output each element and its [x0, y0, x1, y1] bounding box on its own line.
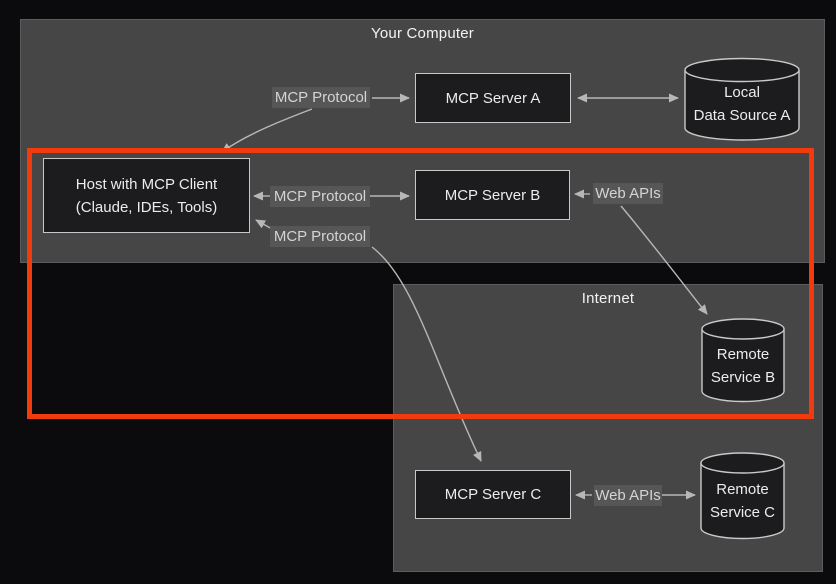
edge-label-web-apis-b: Web APIs — [593, 183, 663, 204]
node-host-label-line1: Host with MCP Client — [75, 175, 218, 193]
edge-label-mcp-protocol-b: MCP Protocol — [270, 186, 370, 207]
region-title-internet: Internet — [581, 290, 635, 307]
node-mcp-server-c: MCP Server C — [415, 470, 571, 519]
node-mcp-server-a-label: MCP Server A — [445, 89, 541, 107]
remote-service-c-line1: Remote — [716, 481, 769, 498]
remote-service-b-line1: Remote — [716, 345, 770, 363]
database-cylinder-icon — [684, 57, 800, 141]
node-host-with-mcp-client: Host with MCP Client (Claude, IDEs, Tool… — [43, 158, 250, 233]
edge-protocol-a-to-host-curve — [221, 108, 313, 153]
node-local-data-source-a: Local Data Source A — [684, 57, 800, 141]
edge-label-mcp-protocol-a: MCP Protocol — [272, 87, 370, 108]
local-data-source-a-line1: Local — [724, 84, 760, 101]
edge-label-mcp-protocol-c: MCP Protocol — [270, 226, 370, 247]
remote-service-b-line2: Service B — [710, 368, 776, 386]
node-mcp-server-c-label: MCP Server C — [444, 486, 542, 503]
edge-protocol-c-to-host — [255, 219, 273, 230]
edge-protocol-c-to-server-c-curve — [371, 246, 482, 462]
node-host-label-line2: (Claude, IDEs, Tools) — [75, 198, 218, 216]
node-remote-service-b: Remote Service B — [701, 318, 785, 403]
database-cylinder-icon — [700, 452, 785, 540]
local-data-source-a-line2: Data Source A — [693, 107, 791, 124]
remote-service-c-line2: Service C — [709, 504, 776, 521]
edge-webapis-b-to-remote-b-curve — [620, 205, 708, 315]
edge-label-web-apis-c: Web APIs — [594, 485, 662, 506]
node-mcp-server-b: MCP Server B — [415, 170, 570, 220]
region-title-your-computer: Your Computer — [371, 25, 474, 42]
node-mcp-server-a: MCP Server A — [415, 73, 571, 123]
database-cylinder-icon — [701, 318, 785, 403]
node-remote-service-c: Remote Service C — [700, 452, 785, 540]
node-mcp-server-b-label: MCP Server B — [444, 186, 541, 204]
